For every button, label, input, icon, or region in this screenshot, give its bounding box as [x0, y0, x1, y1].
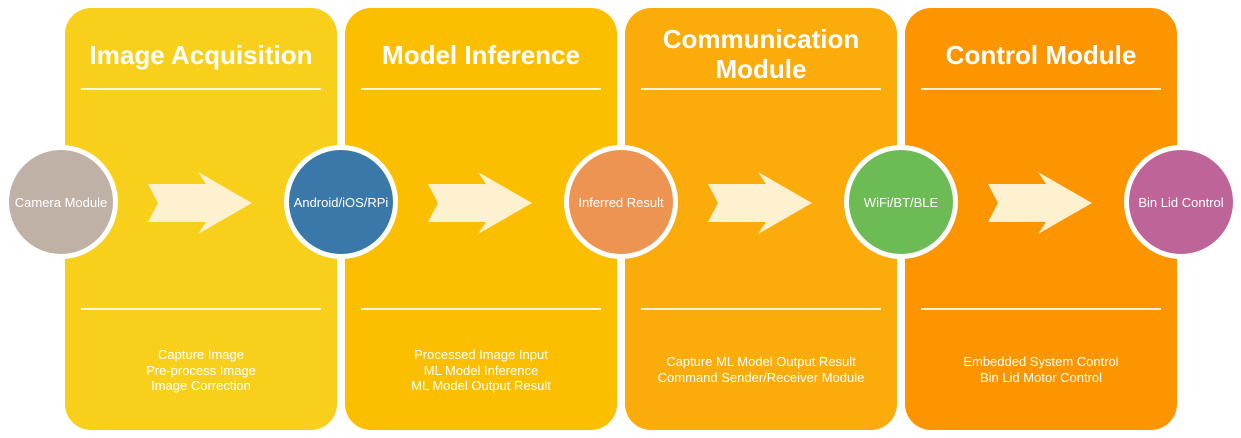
list-item: Processed Image Input	[414, 347, 548, 362]
arrow-shape	[708, 172, 812, 234]
node-label: Camera Module	[14, 194, 108, 210]
list-item: ML Model Output Result	[411, 378, 551, 393]
node-label: WiFi/BT/BLE	[863, 194, 939, 210]
node-bin-lid-control: Bin Lid Control	[1124, 145, 1238, 259]
list-item: ML Model Inference	[423, 362, 539, 378]
node-inferred-result: Inferred Result	[564, 145, 678, 259]
panel-title-line: Control Module	[945, 40, 1137, 70]
panel-title: Image Acquisition	[65, 40, 337, 70]
panel-title-line: Image Acquisition	[89, 40, 313, 70]
arrow-right-icon	[148, 172, 252, 234]
divider-bottom	[641, 308, 881, 310]
panel-description: Capture ML Model Output Result Command S…	[625, 354, 897, 385]
panel-title: Control Module	[905, 40, 1177, 70]
node-label: Bin Lid Control	[1138, 194, 1224, 210]
arrow-shape	[148, 172, 252, 234]
panel-title-line: Model Inference	[382, 40, 580, 70]
node-camera-module: Camera Module	[4, 145, 118, 259]
arrow-right-icon	[988, 172, 1092, 234]
divider-bottom	[361, 308, 601, 310]
panel-title: Communication Module	[625, 24, 897, 84]
divider-bottom	[81, 308, 321, 310]
arrow-shape	[988, 172, 1092, 234]
divider-top	[641, 88, 881, 90]
divider-bottom	[921, 308, 1161, 310]
panel-description: Embedded System Control Bin Lid Motor Co…	[905, 354, 1177, 385]
arrow-right-icon	[708, 172, 812, 234]
arrow-shape	[428, 172, 532, 234]
list-item: Command Sender/Receiver Module	[657, 369, 865, 385]
list-item: Capture Image	[158, 347, 244, 362]
divider-top	[81, 88, 321, 90]
list-item: Image Correction	[151, 378, 251, 393]
list-item: Pre-process Image	[146, 362, 256, 378]
list-item: Capture ML Model Output Result	[666, 354, 856, 369]
divider-top	[361, 88, 601, 90]
panel-title: Model Inference	[345, 40, 617, 70]
panel-description: Capture Image Pre-process Image Image Co…	[65, 347, 337, 394]
node-label: Android/iOS/RPi	[293, 194, 389, 210]
panel-title-line: Module	[715, 54, 807, 84]
list-item: Embedded System Control	[963, 354, 1119, 369]
divider-top	[921, 88, 1161, 90]
node-android-ios-rpi: Android/iOS/RPi	[284, 145, 398, 259]
list-item: Bin Lid Motor Control	[979, 369, 1103, 385]
node-wifi-bt-ble: WiFi/BT/BLE	[844, 145, 958, 259]
panel-title-line: Communication	[662, 24, 860, 54]
arrow-right-icon	[428, 172, 532, 234]
node-label: Inferred Result	[578, 194, 664, 210]
panel-description: Processed Image Input ML Model Inference…	[345, 347, 617, 394]
